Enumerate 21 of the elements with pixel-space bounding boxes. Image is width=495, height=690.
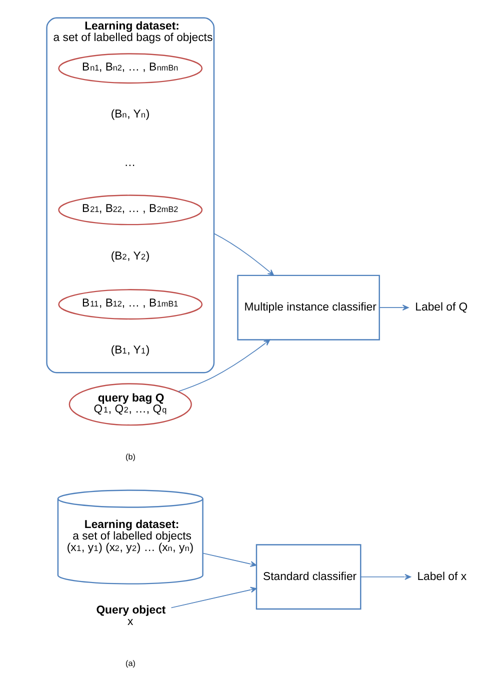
arrow (214, 233, 274, 276)
node-box: Standard classifier (256, 544, 362, 610)
label: (B2, Y2) (110, 250, 150, 262)
node-ellipse: B21, B22, … , B2mB2 (58, 194, 203, 226)
label: (Bn, Yn) (110, 108, 150, 121)
arrow (379, 304, 409, 311)
node-text: Query object x (96, 604, 166, 628)
node-ellipse: B11, B12, … , B1mB1 (58, 289, 203, 320)
label: … (124, 156, 136, 169)
label: (B1, Y1) (110, 344, 150, 357)
node-box: Multiple instance classifier (237, 274, 380, 340)
label: (a) (125, 658, 136, 668)
label: (b) (125, 452, 136, 462)
arrow (170, 586, 257, 608)
arrow (178, 339, 270, 392)
node-ellipse: query bag Q Q1, Q2, …, Qq (68, 383, 192, 426)
node-ellipse: Bn1, Bn2, … , BnmBn (58, 53, 203, 84)
node-text: Label of x (417, 570, 467, 583)
arrow (202, 552, 257, 567)
arrow (360, 574, 412, 580)
node-text: Label of Q (415, 302, 468, 314)
